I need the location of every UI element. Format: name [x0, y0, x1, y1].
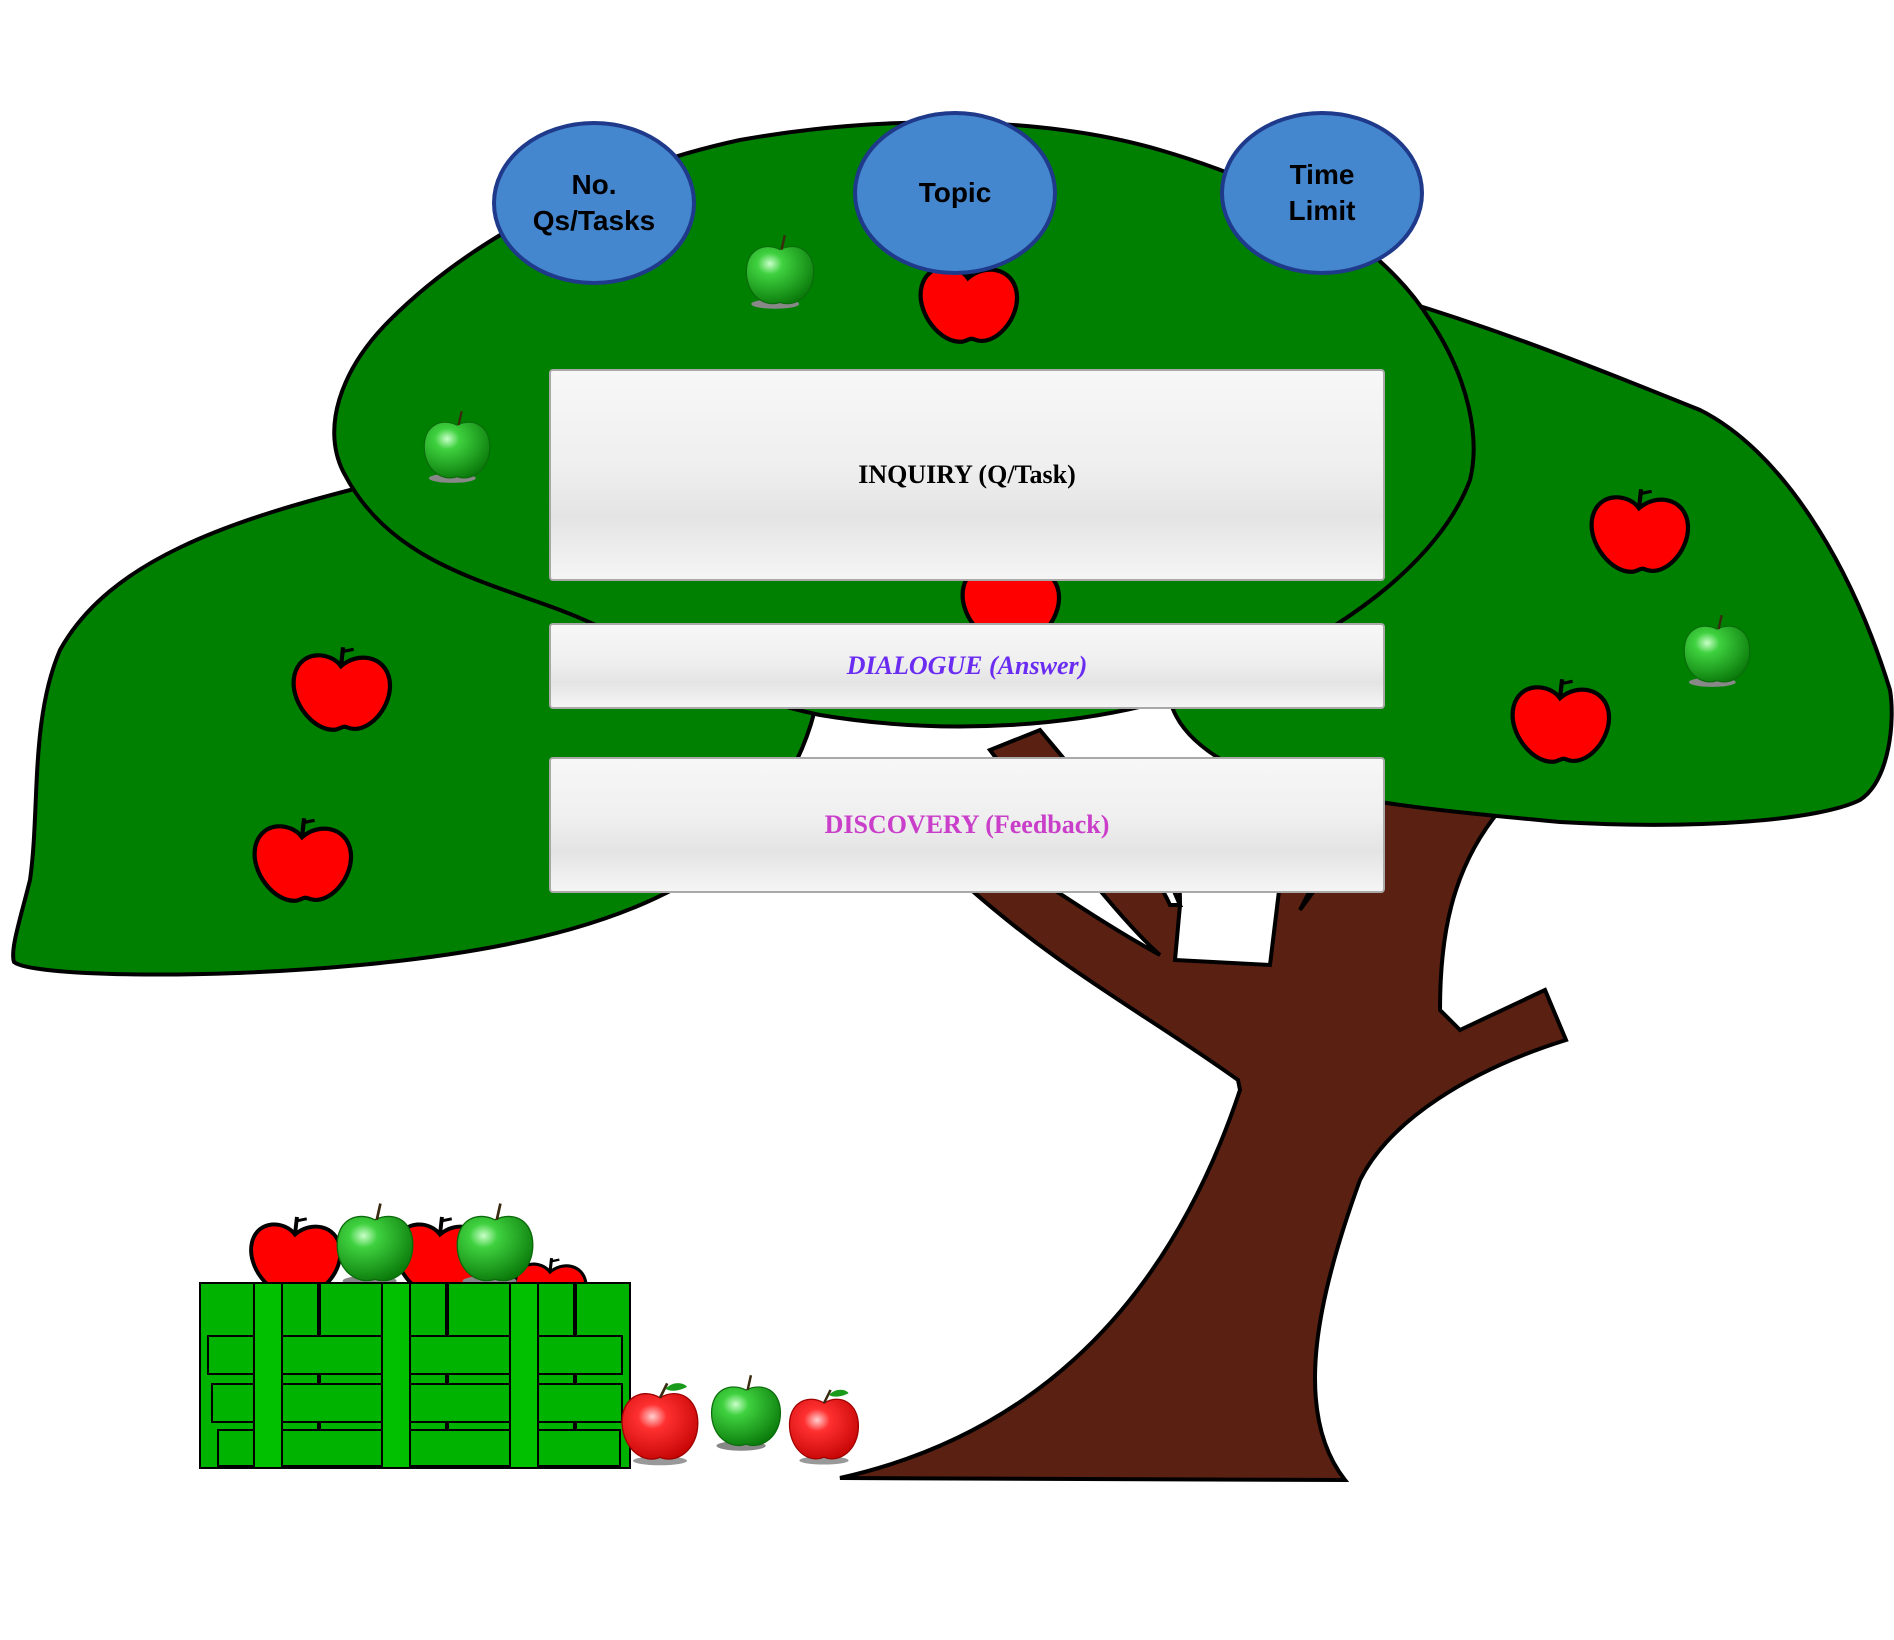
dialogue-label: DIALOGUE (Answer): [846, 651, 1088, 680]
red-apple-icon: [1513, 679, 1609, 762]
green-apple-icon: [455, 1202, 535, 1288]
red-apple-icon: [249, 1214, 343, 1296]
green-apple-icon: [335, 1202, 415, 1288]
red-apple-icon: [788, 1388, 860, 1466]
green-apple-icon: [710, 1374, 782, 1452]
discovery-panel[interactable]: DISCOVERY (Feedback): [549, 757, 1385, 893]
oval-time: [1220, 111, 1424, 275]
basket-icon: [199, 1202, 631, 1469]
inquiry-label: INQUIRY (Q/Task): [858, 460, 1076, 489]
red-apple-icon: [255, 818, 351, 901]
oval-topic: [853, 111, 1057, 275]
red-apple-icon: [1592, 489, 1688, 572]
red-apple-icon: [294, 647, 390, 730]
tree-trunk: [779, 727, 1569, 1483]
red-apple-icon: [620, 1381, 700, 1467]
discovery-label: DISCOVERY (Feedback): [824, 810, 1110, 839]
inquiry-panel[interactable]: INQUIRY (Q/Task): [549, 369, 1385, 581]
dialogue-panel[interactable]: DIALOGUE (Answer): [549, 623, 1385, 709]
oval-count: [492, 121, 696, 285]
